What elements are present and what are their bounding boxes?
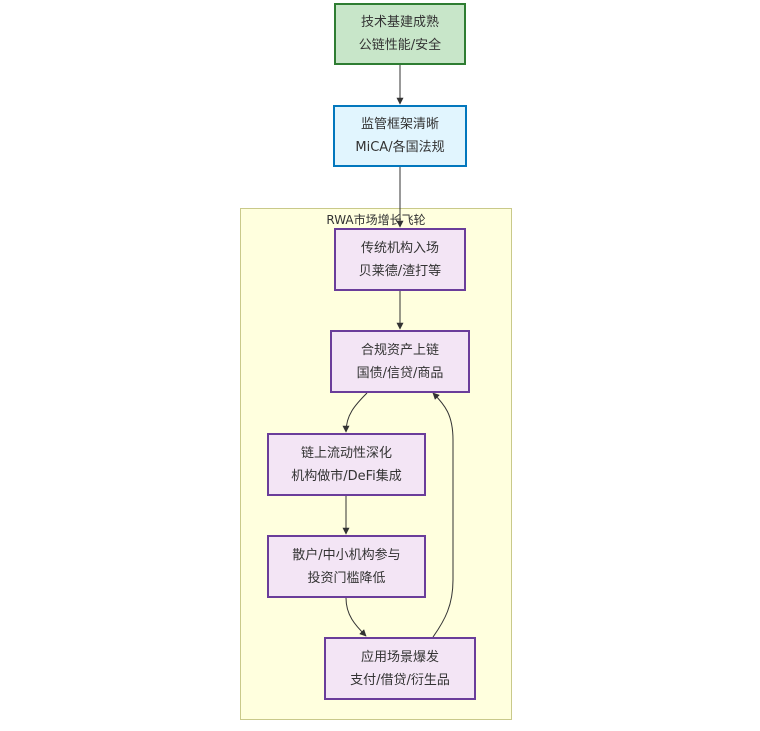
node-line2: 贝莱德/渣打等 [358, 263, 442, 279]
edge-apps-to-assets [432, 392, 454, 638]
node-line1: 合规资产上链 [360, 342, 439, 358]
edge-retail-to-apps [345, 597, 367, 637]
node-line2: 支付/借贷/衍生品 [350, 672, 450, 688]
node-line1: 监管框架清晰 [360, 117, 439, 132]
node-line2: 投资门槛降低 [307, 570, 386, 586]
node-retail-participation: 散户/中小机构参与 投资门槛降低 [267, 535, 426, 598]
node-institutions-enter: 传统机构入场 贝莱德/渣打等 [334, 228, 466, 291]
node-line2: 机构做市/DeFi集成 [291, 468, 402, 484]
node-line2: 国债/信贷/商品 [356, 365, 444, 381]
node-compliant-assets-onchain: 合规资产上链 国债/信贷/商品 [330, 330, 470, 393]
node-line1: 应用场景爆发 [360, 649, 439, 665]
node-application-boom: 应用场景爆发 支付/借贷/衍生品 [324, 637, 476, 700]
node-line1: 散户/中小机构参与 [292, 547, 401, 563]
node-tech-infrastructure: 技术基建成熟 公链性能/安全 [334, 3, 466, 65]
node-line2: 公链性能/安全 [358, 38, 442, 53]
node-line1: 技术基建成熟 [360, 15, 439, 30]
node-regulatory-framework: 监管框架清晰 MiCA/各国法规 [333, 105, 467, 167]
node-line1: 链上流动性深化 [300, 445, 392, 461]
node-line2: MiCA/各国法规 [355, 140, 445, 155]
node-onchain-liquidity: 链上流动性深化 机构做市/DeFi集成 [267, 433, 426, 496]
node-line1: 传统机构入场 [360, 240, 439, 256]
edge-assets-to-liq [342, 392, 368, 433]
